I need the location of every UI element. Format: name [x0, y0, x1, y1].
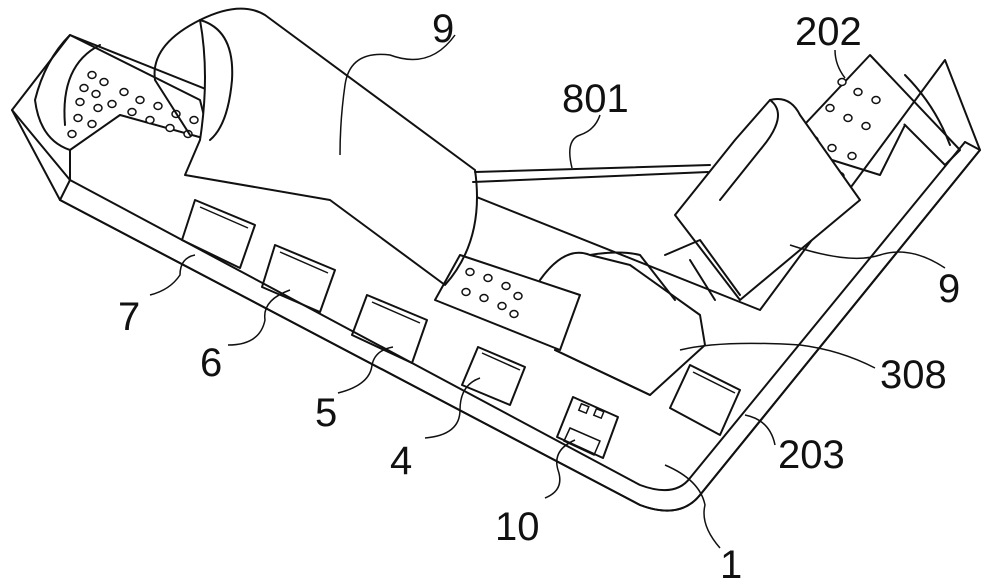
label-7: 7: [118, 295, 140, 339]
button-5: [351, 294, 428, 364]
leader-lines: [149, 34, 946, 549]
label-5: 5: [315, 391, 337, 435]
connecting-strap: [472, 164, 711, 183]
label-203: 203: [778, 433, 845, 477]
button-6: [261, 244, 336, 313]
label-9-left: 9: [432, 7, 454, 51]
heel-cup: [434, 251, 706, 396]
left-cradle: [34, 34, 211, 181]
label-4: 4: [390, 439, 412, 483]
callout-labels: 9 202 801 9 308 203 7 6 5 4 10 1: [118, 7, 960, 585]
label-1: 1: [720, 543, 742, 585]
label-9-right: 9: [938, 267, 960, 311]
left-perforations: [67, 70, 199, 139]
right-cradle: [789, 54, 961, 176]
label-10: 10: [495, 505, 540, 549]
button-203: [669, 364, 741, 436]
label-6: 6: [200, 341, 222, 385]
button-7: [181, 199, 256, 269]
label-202: 202: [795, 10, 862, 54]
label-308: 308: [880, 353, 947, 397]
right-strap: [664, 98, 861, 301]
middle-perforations: [461, 267, 523, 319]
label-801: 801: [562, 77, 629, 121]
control-panel-10: [556, 396, 619, 459]
button-4: [461, 346, 526, 406]
